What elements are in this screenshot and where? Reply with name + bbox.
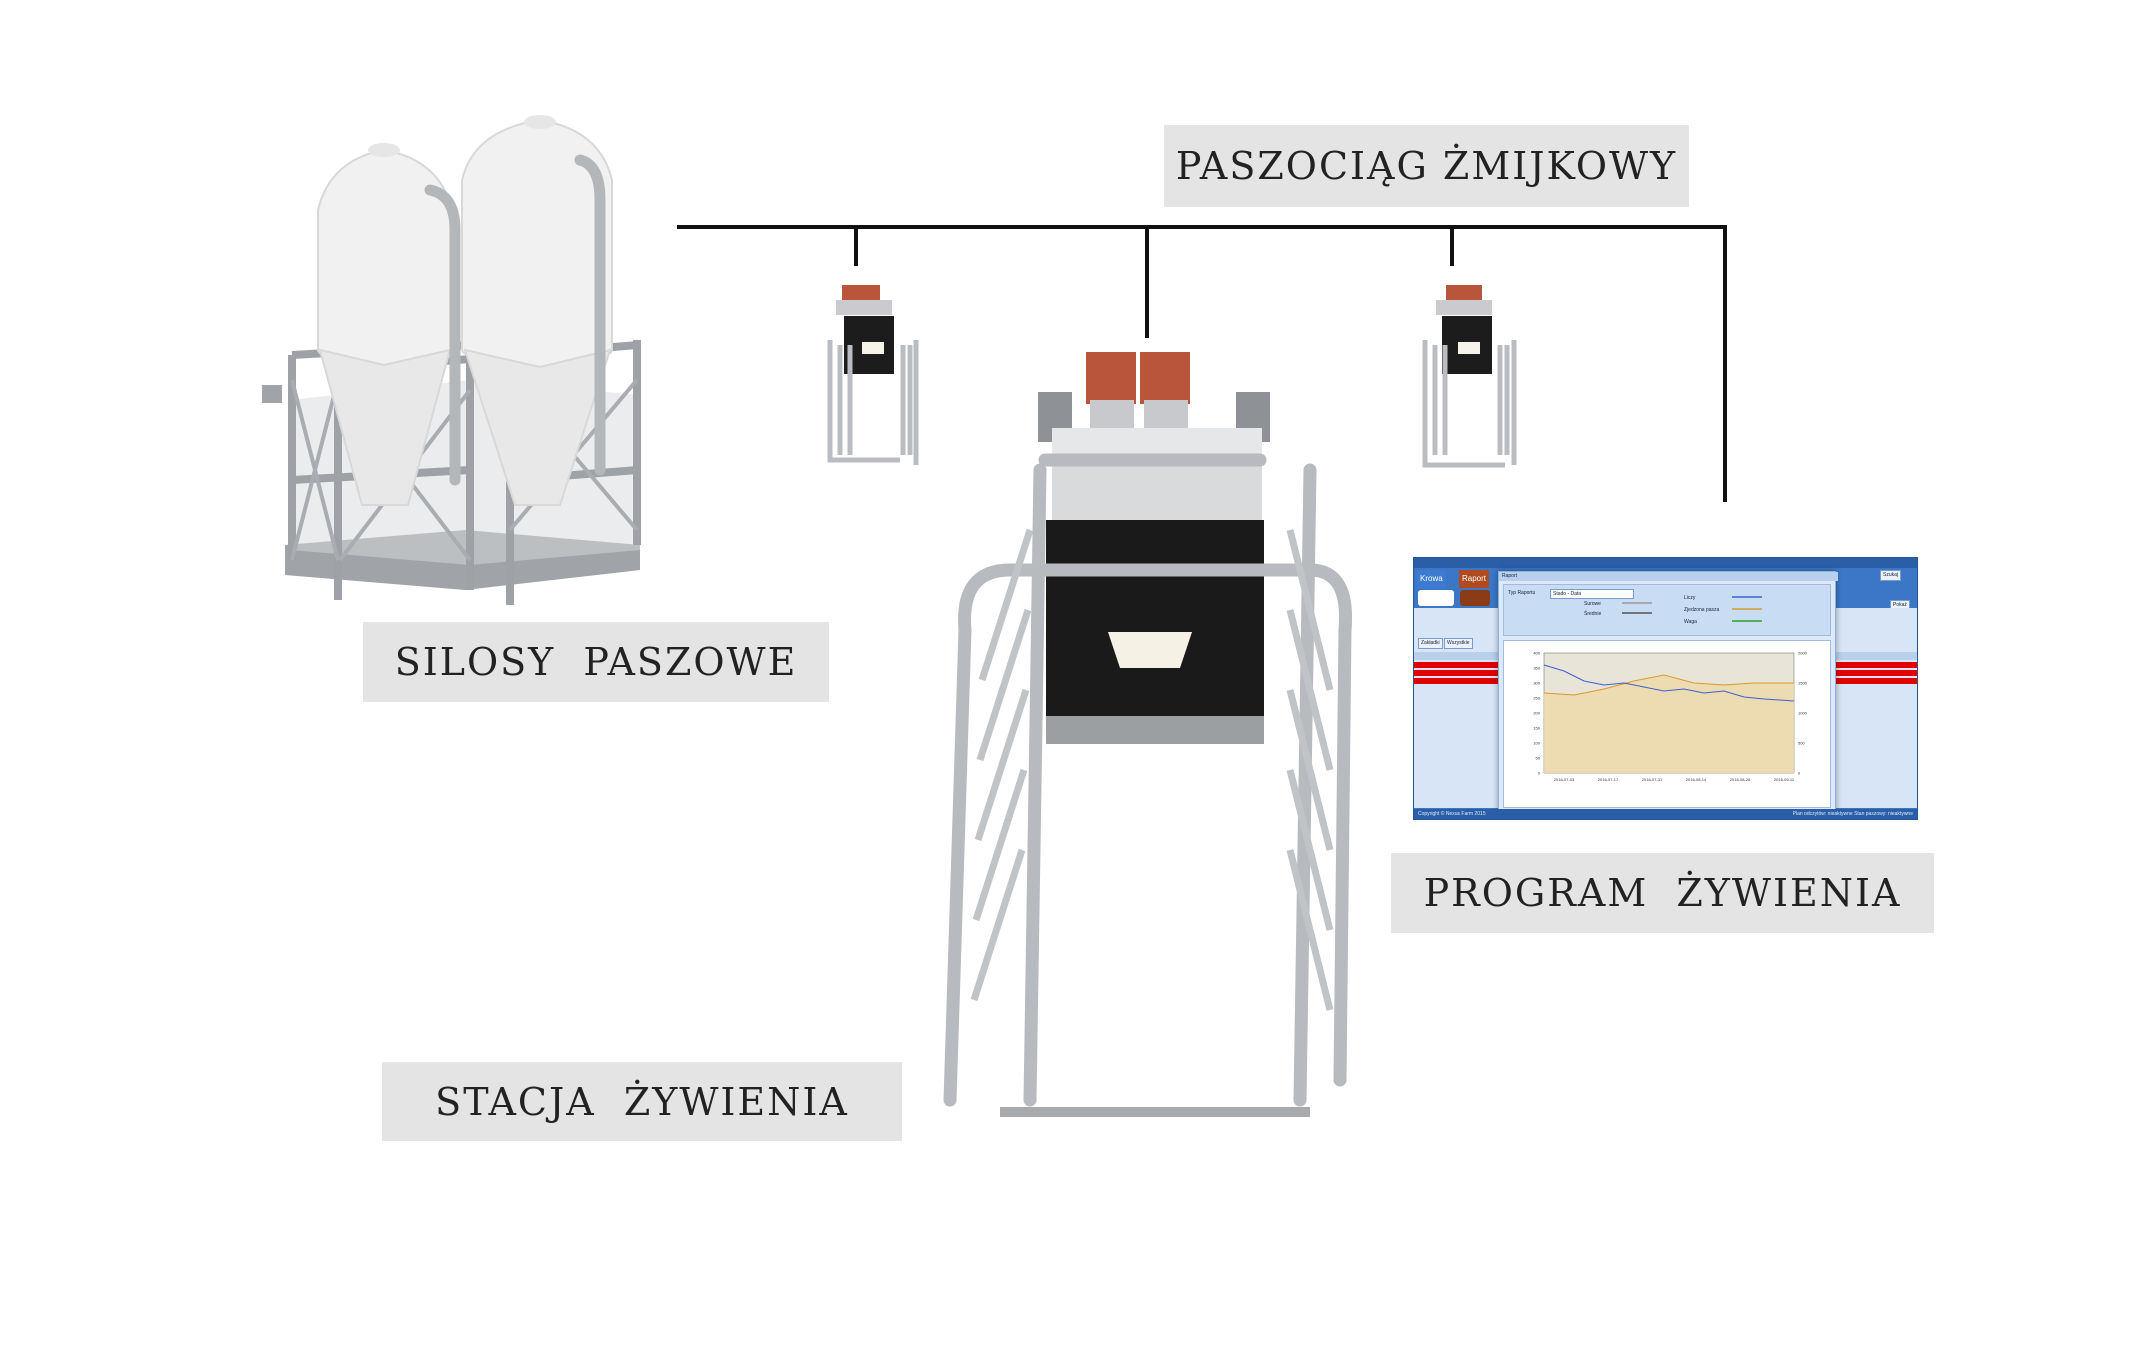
label-feed-line: PASZOCIĄG ŻMIJKOWY	[1164, 125, 1689, 207]
feed-line	[677, 225, 1727, 502]
grid-tab-bookmarks[interactable]: Zakładki	[1418, 638, 1443, 649]
y-right-tick-label: 500	[1798, 741, 1805, 746]
search-button[interactable]: Szukaj	[1880, 570, 1902, 581]
x-tick-label: 2016-09-11	[1774, 777, 1795, 782]
legend-lines	[1622, 596, 1762, 622]
statusbar: Copyright © Nexus Farm 2015 Plan odczytó…	[1414, 809, 1917, 819]
grid-tab-all[interactable]: Wszystkie	[1444, 638, 1473, 649]
report-chart-svg: 2016-07-03 2016-07-17 2016-07-31 2016-08-14…	[1533, 651, 1808, 783]
y-left-tick-label: 100	[1533, 741, 1540, 746]
x-tick-label: 2016-07-31	[1642, 777, 1663, 782]
feeding-program-screen: Krowa Raport Szukaj Pokaż Zakładki Wszys…	[1413, 557, 1918, 820]
y-right-tick-label: 0	[1798, 771, 1801, 776]
report-chart: 2016-07-03 2016-07-17 2016-07-31 2016-08-14…	[1503, 640, 1831, 808]
app-titlebar	[1414, 558, 1917, 568]
option-count[interactable]: Liczy	[1684, 595, 1696, 601]
y-left-tick-label: 400	[1533, 651, 1540, 656]
dialog-title: Raport	[1499, 572, 1838, 581]
option-weight[interactable]: Waga	[1684, 619, 1697, 625]
feeding-station-main	[943, 352, 1353, 1117]
y-left-tick-label: 300	[1533, 681, 1540, 686]
feeding-station-small-left	[827, 285, 919, 465]
y-right-tick-label: 2000	[1798, 651, 1808, 656]
y-right-tick-label: 1000	[1798, 711, 1808, 716]
silos-illustration	[262, 115, 641, 605]
y-left-tick-label: 150	[1533, 726, 1540, 731]
option-raw[interactable]: Surowe	[1584, 601, 1601, 607]
x-tick-label: 2016-08-14	[1686, 777, 1707, 782]
report-type-select[interactable]: Stado - Data	[1550, 589, 1634, 599]
label-feeding-station-text: STACJA ŻYWIENIA	[435, 1079, 849, 1124]
x-tick-label: 2016-08-28	[1730, 777, 1751, 782]
y-left-tick-label: 350	[1533, 666, 1540, 671]
cow-icon	[1418, 590, 1454, 606]
status-left: Copyright © Nexus Farm 2015	[1418, 811, 1486, 817]
report-options: Typ Raportu Stado - Data Surowe Średnie …	[1503, 584, 1831, 636]
feeding-station-small-right	[1422, 285, 1517, 468]
y-left-tick-label: 50	[1536, 756, 1541, 761]
label-feed-line-text: PASZOCIĄG ŻMIJKOWY	[1175, 144, 1678, 188]
label-silos: SILOSY PASZOWE	[363, 622, 829, 702]
x-tick-label: 2016-07-17	[1598, 777, 1619, 782]
label-feeding-program-text: PROGRAM ŻYWIENIA	[1423, 871, 1902, 915]
label-feeding-program: PROGRAM ŻYWIENIA	[1391, 853, 1934, 933]
y-left-tick-label: 200	[1533, 711, 1540, 716]
report-type-label: Typ Raportu	[1508, 590, 1536, 596]
y-left-tick-label: 250	[1533, 696, 1540, 701]
cow-icon-brown	[1460, 590, 1490, 606]
feed-line-series	[1543, 674, 1794, 696]
tab-cow[interactable]: Krowa	[1417, 570, 1446, 588]
feed-area	[1544, 675, 1794, 773]
report-dialog: Raport Typ Raportu Stado - Data Surowe Ś…	[1498, 571, 1838, 813]
option-feed-eaten[interactable]: Zjedzona pasza	[1684, 607, 1720, 613]
tab-report[interactable]: Raport	[1459, 570, 1490, 588]
option-average[interactable]: Średnie	[1584, 611, 1602, 617]
y-right-tick-label: 1500	[1798, 681, 1808, 686]
count-line-series	[1543, 664, 1795, 702]
label-silos-text: SILOSY PASZOWE	[394, 640, 798, 684]
status-right: Plan odczytów: nieaktywne Stan paszowy: …	[1792, 811, 1913, 817]
y-left-tick-label: 0	[1538, 771, 1541, 776]
x-tick-label: 2016-07-03	[1554, 777, 1575, 782]
label-feeding-station: STACJA ŻYWIENIA	[382, 1062, 902, 1141]
